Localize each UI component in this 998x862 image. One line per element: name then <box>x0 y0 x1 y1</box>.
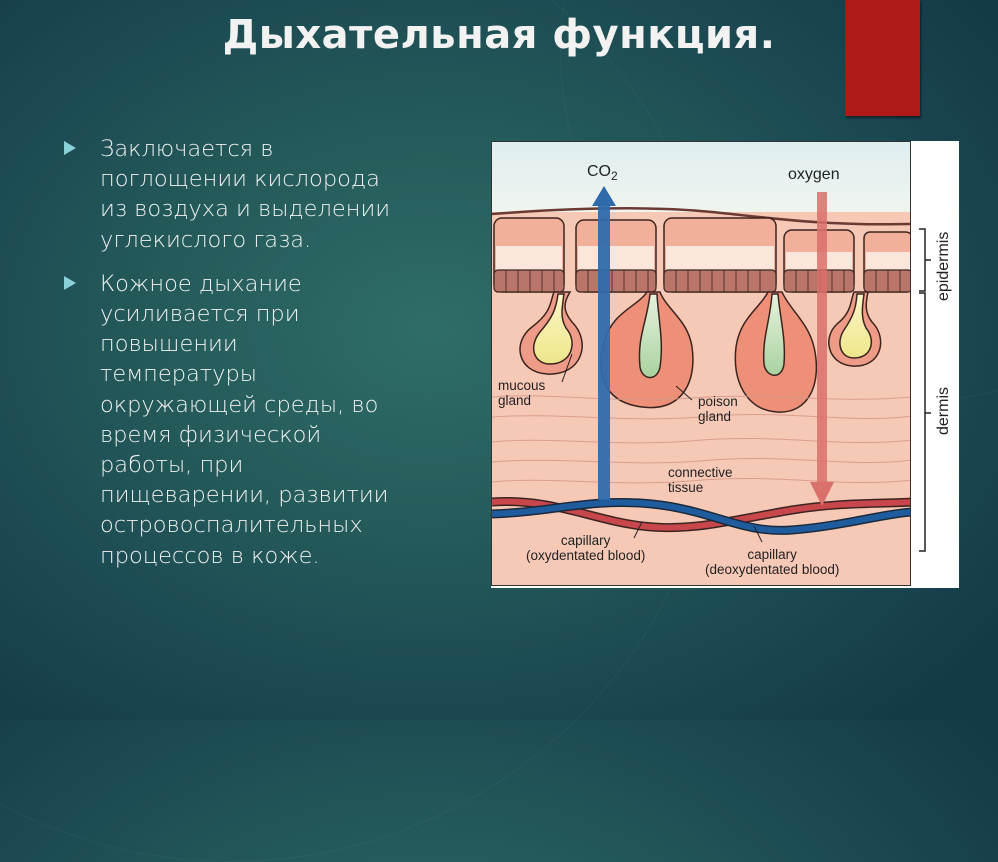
dermis-label: dermis <box>935 386 952 435</box>
bullet-line: температуры <box>100 361 257 388</box>
skin-respiration-diagram: CO2 oxygen mucous gland poison gland con… <box>491 141 959 588</box>
capillary-oxygenated-label: capillary (oxydentated blood) <box>526 533 646 563</box>
bullet-line: пищеварении, развитии <box>100 482 389 509</box>
slide-title: Дыхательная функция. <box>222 12 776 58</box>
triangle-bullet-icon <box>64 141 76 155</box>
bullet-line: углекислого газа. <box>100 226 312 253</box>
bullet-line: островоспалительных <box>100 512 363 539</box>
bullet-line: Кожное дыхание <box>100 270 302 297</box>
diagram-frame: CO2 oxygen mucous gland poison gland con… <box>491 141 911 586</box>
bullet-line: повышении <box>100 331 238 358</box>
epidermis-label: epidermis <box>935 231 952 301</box>
capillary-deoxygenated-label: capillary (deoxydentated blood) <box>705 547 840 577</box>
co2-label: CO2 <box>587 163 618 184</box>
bullet-list: Заключается в поглощении кислорода из во… <box>64 134 444 585</box>
triangle-bullet-icon <box>64 275 76 290</box>
bullet-line: из воздуха и выделении <box>100 196 391 223</box>
connective-tissue-label: connective tissue <box>668 465 733 495</box>
bullet-line: время физической <box>100 421 322 448</box>
bullet-line: усиливается при <box>100 301 300 328</box>
layer-brackets <box>919 228 931 552</box>
bullet-line: поглощении кислорода <box>100 166 380 193</box>
bullet-line: работы, при <box>100 452 244 479</box>
accent-tab <box>845 0 920 116</box>
oxygen-label: oxygen <box>788 166 840 183</box>
bullet-line: окружающей среды, во <box>100 391 379 418</box>
poison-gland-label: poison gland <box>698 394 738 424</box>
bullet-item: Кожное дыхание усиливается при повышении… <box>64 269 444 571</box>
mucous-gland-label: mucous gland <box>498 378 546 408</box>
bullet-line: Заключается в <box>100 136 274 162</box>
skin-cross-section-illustration <box>492 142 910 585</box>
bullet-line: процессов в коже. <box>100 542 320 569</box>
bullet-item: Заключается в поглощении кислорода из во… <box>64 134 444 255</box>
